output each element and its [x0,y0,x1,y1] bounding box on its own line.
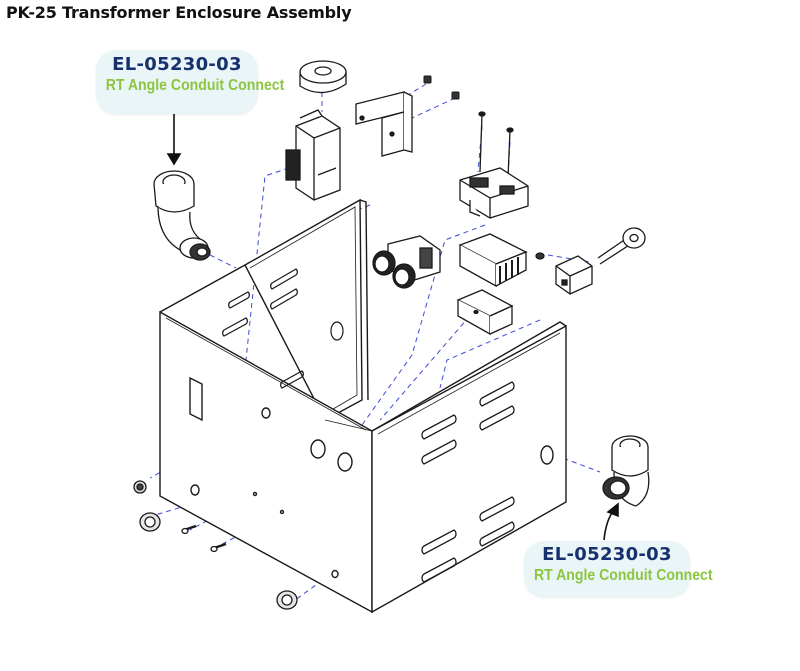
mounting-bracket-lower [456,289,514,336]
callout-description: RT Angle Conduit Connect [533,567,713,584]
callout-part-number: EL-05230-03 [112,54,242,75]
heat-sink [458,233,528,288]
page-title: PK-25 Transformer Enclosure Assembly [6,3,352,22]
solid-state-relay [459,167,529,219]
conduit-connector-left [153,170,211,261]
push-button-switches [372,235,441,289]
enclosure-box [159,198,567,614]
toroid-ring [299,60,347,94]
mounting-bracket-top [355,91,413,157]
long-screws [478,111,514,179]
exploded-assembly-diagram [78,24,722,664]
callout-description: RT Angle Conduit Connect [105,77,285,94]
mounting-hardware [133,480,298,610]
callout-part-number: EL-05230-03 [542,544,672,565]
callout-conduit-connector-left: EL-05230-03 RT Angle Conduit Connect [96,50,285,114]
rear-panel-vents [222,268,344,389]
callout-conduit-connector-right: EL-05230-03 RT Angle Conduit Connect [524,541,713,597]
hex-nuts [423,75,460,100]
thermal-switch [597,227,646,265]
conduit-connector-right [602,435,650,507]
terminal-block [535,252,593,295]
side-panel-vents [421,381,515,583]
callout-arrows [166,110,619,541]
fuse-holder [285,109,341,201]
